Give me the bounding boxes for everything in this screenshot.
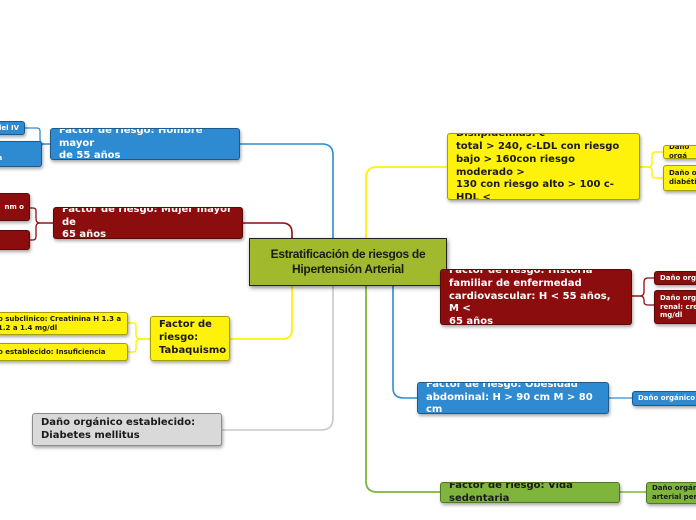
node-historia-familiar[interactable]: Factor de riesgo: Historia familiar de e… <box>440 269 632 325</box>
node-tabaquismo[interactable]: Factor de riesgo: Tabaquismo <box>150 316 230 361</box>
subnode-mujer-1[interactable]: nm o <box>0 193 30 221</box>
node-obesidad-abdominal[interactable]: Factor de riesgo: Obesidad abdominal: H … <box>417 382 609 414</box>
link-diabetes <box>222 286 334 431</box>
subnode-dislipidemias-2[interactable]: Daño or diabétic <box>663 165 696 191</box>
node-vida-sedentaria[interactable]: Factor de riesgo: Vida sedentaria <box>440 482 620 503</box>
node-dislipidemias[interactable]: Factor de riesgo: Dislipidemias: c total… <box>447 133 640 200</box>
subnode-historia-2[interactable]: Daño org renal: cre mg/dl <box>654 290 696 324</box>
subnode-dislipidemias-1[interactable]: Daño orgá <box>663 145 696 159</box>
subnode-mujer-2[interactable]: a <box>0 230 30 250</box>
subnode-hombre-1[interactable]: del IV <box>0 121 25 135</box>
subnode-hombre-2[interactable]: d gica <box>0 141 42 167</box>
link-hombre <box>240 143 334 240</box>
central-topic[interactable]: Estratificación de riesgos de Hipertensi… <box>249 238 447 286</box>
node-hombre-mayor-55[interactable]: Factor de riesgo: Hombre mayor de 55 año… <box>50 128 240 160</box>
link-sedentaria <box>365 286 440 493</box>
link-obesidad <box>392 286 417 399</box>
node-diabetes-mellitus[interactable]: Daño orgánico establecido: Diabetes mell… <box>32 413 222 446</box>
subnode-sedentaria-1[interactable]: Daño orgán arterial per <box>646 482 696 504</box>
link-dislipidemias <box>365 166 447 238</box>
link-tabaquismo <box>230 286 293 340</box>
subnode-tabaquismo-2[interactable]: o establecido: Insuficiencia <box>0 343 128 361</box>
node-mujer-mayor-65[interactable]: Factor de riesgo: Mujer mayor de 65 años <box>53 207 243 239</box>
subnode-historia-1[interactable]: Daño org <box>654 271 696 285</box>
subnode-tabaquismo-1[interactable]: o subclinico: Creatinina H 1.3 a 1.2 a 1… <box>0 312 128 335</box>
subnode-obesidad-1[interactable]: Daño orgánico <box>632 391 696 406</box>
link-mujer <box>243 222 293 240</box>
